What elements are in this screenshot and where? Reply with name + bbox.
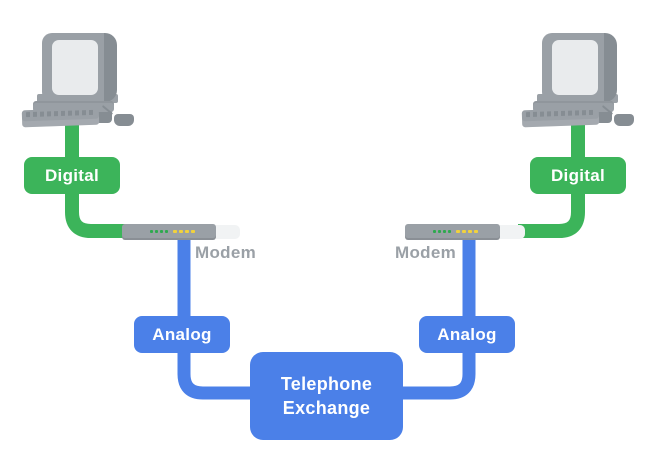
desktop-computer-icon xyxy=(21,33,135,128)
modem-body xyxy=(122,224,216,240)
exchange-label-line1: Telephone xyxy=(280,374,373,394)
modem-device-icon-left xyxy=(122,224,240,240)
mouse-icon xyxy=(114,114,134,126)
led-yellow-icon xyxy=(474,230,478,233)
desktop-computer-icon xyxy=(521,33,635,128)
mouse-icon xyxy=(614,114,634,126)
led-green-icon xyxy=(160,230,163,233)
digital-box-left: Digital xyxy=(24,157,120,194)
modem-label-left: Modem xyxy=(195,243,256,262)
led-green-icon xyxy=(443,230,446,233)
led-yellow-icon xyxy=(173,230,177,233)
modem-device-icon-right xyxy=(405,224,525,240)
screen xyxy=(52,40,98,95)
desk-bar xyxy=(533,101,614,112)
led-green-icon xyxy=(448,230,451,233)
led-green-icon xyxy=(155,230,158,233)
screen xyxy=(552,40,598,95)
keyboard-keys xyxy=(25,109,95,118)
led-yellow-icon xyxy=(185,230,189,233)
modem-led-lights xyxy=(150,230,195,233)
digital-label: Digital xyxy=(550,165,606,185)
modem-label-right: Modem xyxy=(395,243,456,262)
analog-box-left: Analog xyxy=(134,316,230,353)
analog-cable-right xyxy=(396,230,476,400)
digital-box-right: Digital xyxy=(530,157,626,194)
analog-cable-left xyxy=(177,230,258,400)
keyboard-keys xyxy=(525,109,595,118)
led-green-icon xyxy=(438,230,441,233)
analog-box-right: Analog xyxy=(419,316,515,353)
led-yellow-icon xyxy=(179,230,183,233)
telephone-exchange-box: Telephone Exchange xyxy=(250,352,403,440)
modem-front-panel xyxy=(216,225,240,239)
led-yellow-icon xyxy=(191,230,195,233)
desk-bar xyxy=(33,101,114,112)
led-yellow-icon xyxy=(462,230,466,233)
led-green-icon xyxy=(165,230,168,233)
modem-front-panel xyxy=(500,225,525,239)
analog-label: Analog xyxy=(437,324,497,344)
digital-label: Digital xyxy=(44,165,100,185)
modem-led-lights xyxy=(433,230,478,233)
keyboard-icon xyxy=(521,107,600,128)
led-green-icon xyxy=(150,230,153,233)
keyboard-icon xyxy=(21,107,100,128)
led-yellow-icon xyxy=(456,230,460,233)
modem-body xyxy=(405,224,500,240)
digital-cable-right xyxy=(518,108,585,238)
digital-cable-left xyxy=(65,108,130,238)
led-green-icon xyxy=(433,230,436,233)
exchange-label-line2: Exchange xyxy=(282,398,371,418)
analog-label: Analog xyxy=(152,324,212,344)
led-yellow-icon xyxy=(468,230,472,233)
